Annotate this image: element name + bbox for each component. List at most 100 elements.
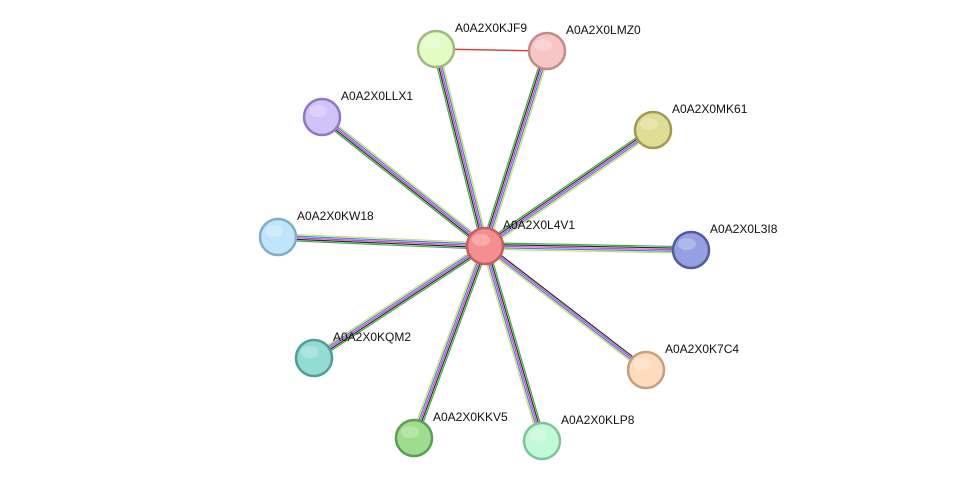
node-A0A2X0K7C4[interactable]: A0A2X0K7C4: [626, 342, 739, 390]
edge-evidence-line: [413, 245, 486, 439]
node-circle[interactable]: [394, 418, 434, 458]
node-layer: A0A2X0L4V1 A0A2X0KJF9 A0A2X0LMZ0A0A2X0LLX1…: [258, 21, 778, 461]
edge-evidence-line: [322, 115, 487, 246]
edge-evidence-line: [484, 245, 692, 251]
edge-evidence-line: [320, 117, 485, 248]
edge-evidence-line: [433, 49, 485, 247]
node-highlight: [472, 234, 490, 246]
node-circle[interactable]: [416, 29, 456, 69]
edge-A0A2X0L4V1-A0A2X0LLX1: [319, 114, 488, 249]
edge-A0A2X0L4V1-A0A2X0KJF9: [432, 48, 489, 247]
edge-evidence-line: [319, 119, 484, 249]
edge-evidence-line: [487, 51, 551, 248]
node-label: A0A2X0K7C4: [665, 342, 739, 356]
edge-evidence-line: [311, 242, 484, 356]
edge-evidence-line: [481, 246, 540, 443]
edge-evidence-line: [321, 116, 486, 247]
edge-evidence-line: [435, 48, 486, 247]
edge-evidence-line: [485, 242, 692, 248]
node-A0A2X0KJF9[interactable]: A0A2X0KJF9: [416, 21, 527, 69]
node-label: A0A2X0LMZ0: [566, 23, 641, 37]
edge-evidence-line: [486, 243, 648, 369]
edge-evidence-line: [411, 245, 485, 438]
edge-evidence-line: [323, 114, 488, 244]
node-circle[interactable]: [671, 230, 711, 270]
node-circle[interactable]: [294, 338, 334, 378]
edge-evidence-line: [485, 51, 550, 247]
node-label: A0A2X0KKV5: [433, 410, 508, 424]
node-highlight: [423, 37, 441, 49]
node-A0A2X0KQM2[interactable]: A0A2X0KQM2: [294, 330, 411, 378]
node-circle[interactable]: [527, 31, 567, 71]
edge-A0A2X0L4V1-A0A2X0K7C4: [483, 243, 648, 373]
edge-evidence-line: [482, 50, 547, 246]
edge-A0A2X0L4V1-A0A2X0L3I8: [484, 242, 692, 254]
edge-evidence-line: [485, 245, 545, 441]
edge-layer: [277, 48, 692, 443]
node-label: A0A2X0MK61: [672, 102, 748, 116]
edge-evidence-line: [485, 243, 692, 250]
edge-evidence-line: [487, 244, 546, 441]
edge-evidence-line: [410, 244, 483, 438]
edge-evidence-line: [484, 129, 654, 247]
node-label: A0A2X0L4V1: [503, 218, 575, 232]
edge-A0A2X0L4V1-A0A2X0LMZ0: [481, 49, 551, 248]
edge-A0A2X0L4V1-A0A2X0KLP8: [481, 244, 546, 443]
edge-evidence-line: [484, 245, 543, 442]
edge-A0A2X0L4V1-A0A2X0MK61: [482, 126, 656, 250]
node-A0A2X0KLP8[interactable]: A0A2X0KLP8: [522, 413, 635, 461]
node-label: A0A2X0LLX1: [341, 89, 413, 103]
node-label: A0A2X0L3I8: [710, 222, 778, 236]
edge-evidence-line: [484, 246, 691, 253]
edge-evidence-line: [482, 246, 542, 442]
node-circle[interactable]: [465, 226, 505, 266]
node-A0A2X0KW18[interactable]: A0A2X0KW18: [258, 209, 374, 257]
node-highlight: [678, 238, 696, 250]
node-circle[interactable]: [258, 217, 298, 257]
edge-evidence-line: [277, 236, 486, 247]
node-circle[interactable]: [633, 110, 673, 150]
node-A0A2X0KKV5[interactable]: A0A2X0KKV5: [394, 410, 508, 458]
edge-evidence-line: [485, 244, 647, 370]
node-highlight: [640, 118, 658, 130]
node-A0A2X0L4V1[interactable]: A0A2X0L4V1: [465, 218, 575, 266]
node-highlight: [534, 39, 552, 51]
edge-evidence-line: [486, 132, 656, 250]
node-highlight: [265, 225, 283, 237]
edge-evidence-line: [314, 246, 487, 360]
edge-evidence-line: [312, 244, 485, 358]
node-A0A2X0MK61[interactable]: A0A2X0MK61: [633, 102, 748, 150]
edge-evidence-line: [277, 237, 485, 249]
node-A0A2X0LLX1[interactable]: A0A2X0LLX1: [302, 89, 413, 137]
edge-evidence-line: [481, 49, 545, 246]
node-label: A0A2X0KJF9: [455, 21, 527, 35]
edge-evidence-line: [482, 126, 652, 244]
edge-evidence-line: [485, 130, 655, 248]
node-highlight: [529, 429, 547, 441]
edge-A0A2X0L4V1-A0A2X0KKV5: [410, 244, 489, 440]
edge-evidence-line: [483, 128, 653, 246]
node-circle[interactable]: [302, 97, 342, 137]
node-label: A0A2X0KQM2: [333, 330, 411, 344]
edge-evidence-line: [278, 234, 486, 246]
node-label: A0A2X0KW18: [297, 209, 374, 223]
edge-evidence-line: [278, 233, 486, 244]
edge-evidence-line: [313, 245, 486, 359]
node-highlight: [401, 426, 419, 438]
edge-evidence-line: [484, 246, 646, 372]
edge-evidence-line: [277, 239, 485, 250]
node-label: A0A2X0KLP8: [561, 413, 635, 427]
node-circle[interactable]: [626, 350, 666, 390]
edge-evidence-line: [484, 248, 691, 254]
edge-A0A2X0L4V1-A0A2X0KW18: [277, 233, 486, 250]
node-highlight: [301, 346, 319, 358]
node-A0A2X0L3I8[interactable]: A0A2X0L3I8: [671, 222, 778, 270]
node-highlight: [309, 105, 327, 117]
edge-evidence-line: [436, 48, 488, 246]
node-highlight: [633, 358, 651, 370]
edge-evidence-line: [414, 246, 488, 439]
node-circle[interactable]: [522, 421, 562, 461]
edge-evidence-line: [432, 49, 483, 247]
node-A0A2X0LMZ0[interactable]: A0A2X0LMZ0: [527, 23, 641, 71]
